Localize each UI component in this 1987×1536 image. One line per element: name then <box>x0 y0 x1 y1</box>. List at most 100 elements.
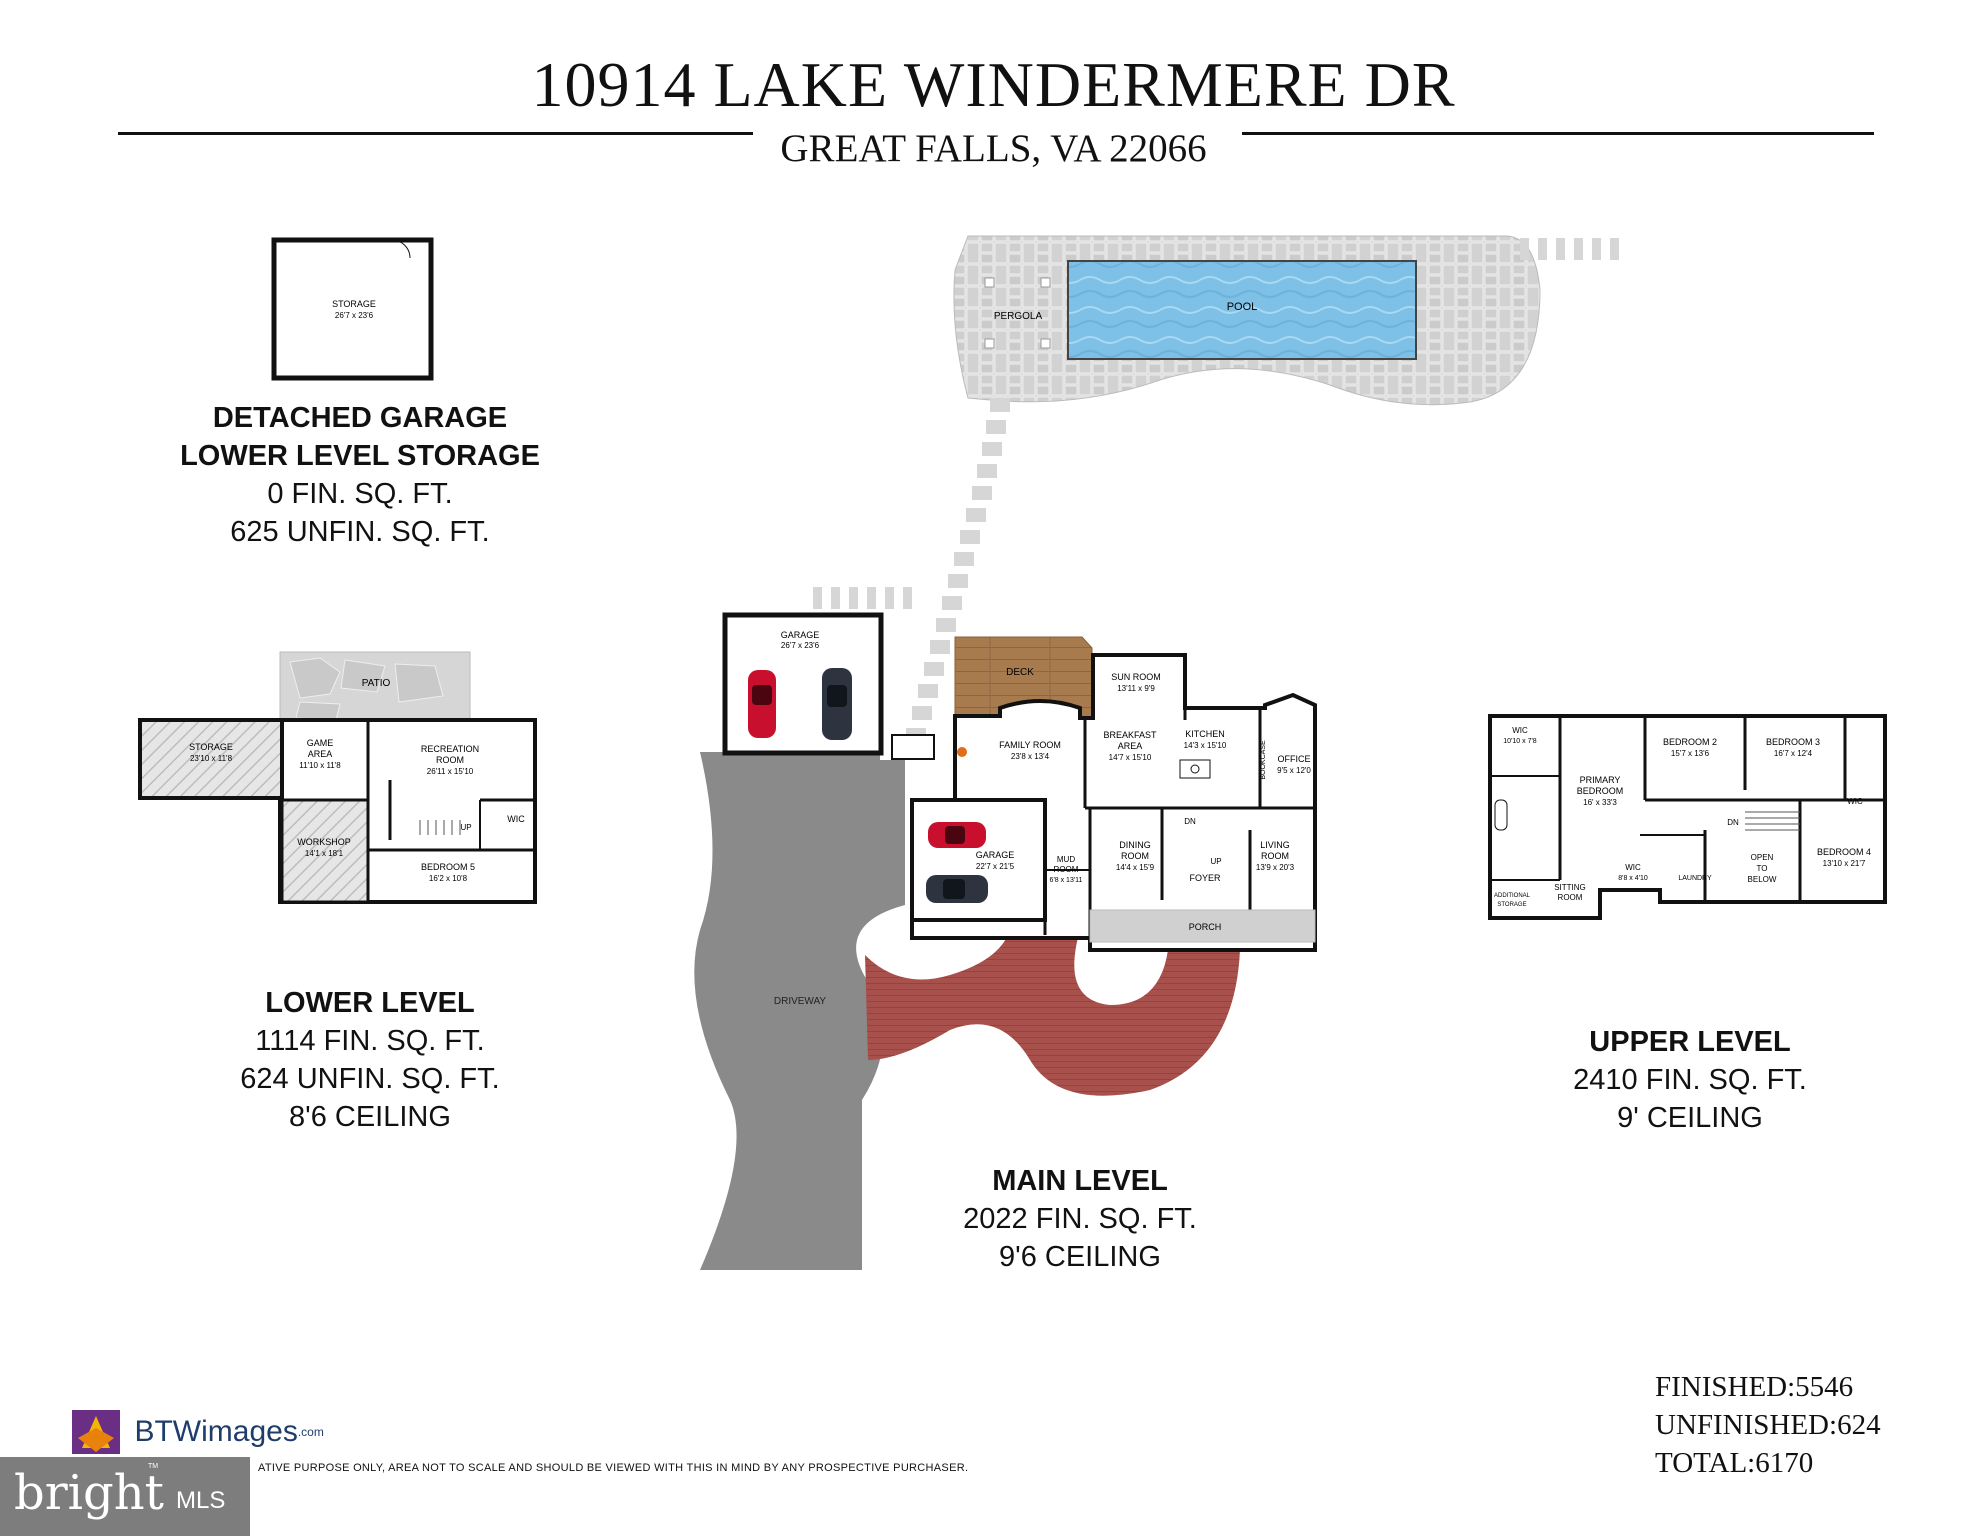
ul-wic3-label: WIC <box>1625 863 1641 872</box>
sitting-label-1: SITTING <box>1554 883 1586 892</box>
main-level-plan: DRIVEWAY GARAGE 26'7 x 23'6 DECK SUN ROO… <box>694 587 1317 1270</box>
office-dim: 9'5 x 12'0 <box>1277 766 1311 775</box>
bright-tm: TM <box>148 1463 159 1470</box>
ul-wic2-label: WIC <box>1847 797 1863 806</box>
kitchen-label: KITCHEN <box>1185 729 1225 739</box>
upper-finished: 2410 FIN. SQ. FT. <box>1573 1064 1807 1096</box>
disclaimer-text: ATIVE PURPOSE ONLY, AREA NOT TO SCALE AN… <box>258 1462 969 1474</box>
patio-label: PATIO <box>362 678 391 689</box>
open-label-1: OPEN <box>1751 853 1774 862</box>
game-area-label-1: GAME <box>307 738 334 748</box>
breakfast-label-1: BREAKFAST <box>1103 730 1157 740</box>
mls-text: MLS <box>176 1487 226 1514</box>
unfinished-value: 624 <box>1837 1409 1881 1441</box>
ul-wic1-label: WIC <box>1512 726 1528 735</box>
driveway-label: DRIVEWAY <box>774 996 827 1007</box>
office-label: OFFICE <box>1278 754 1311 764</box>
total-value: 6170 <box>1755 1447 1814 1479</box>
sunroom-dim: 13'11 x 9'9 <box>1117 684 1155 693</box>
primary-dim: 16' x 33'3 <box>1583 798 1617 807</box>
upper-ceiling: 9' CEILING <box>1617 1102 1763 1134</box>
workshop-dim: 14'1 x 18'1 <box>305 849 344 858</box>
total-label: TOTAL: <box>1655 1447 1756 1479</box>
game-area-label-2: AREA <box>308 749 333 759</box>
btw-flower-icon <box>72 1410 120 1454</box>
bedroom5-dim: 16'2 x 10'8 <box>429 874 468 883</box>
recreation-dim: 26'11 x 15'10 <box>427 767 474 776</box>
living-label-1: LIVING <box>1260 840 1290 850</box>
detached-heading-2: LOWER LEVEL STORAGE <box>180 440 540 472</box>
finished-label: FINISHED: <box>1655 1371 1796 1403</box>
ll-storage-dim: 23'10 x 11'8 <box>190 754 233 763</box>
primary-label-1: PRIMARY <box>1580 775 1621 785</box>
dining-label-1: DINING <box>1119 840 1151 850</box>
garage-top-dim: 26'7 x 23'6 <box>781 641 820 650</box>
bookcase-label: BOOKCASE <box>1260 740 1267 780</box>
unfinished-label: UNFINISHED: <box>1655 1409 1838 1441</box>
breakfast-label-2: AREA <box>1118 741 1143 751</box>
garage-top-label: GARAGE <box>781 630 820 640</box>
pool-area: POOL PERGOLA <box>906 235 1619 742</box>
primary-label-2: BEDROOM <box>1577 786 1624 796</box>
title-rule-left <box>118 132 753 135</box>
detached-summary: DETACHED GARAGE LOWER LEVEL STORAGE 0 FI… <box>170 399 550 551</box>
btwimages-logo: BTWimages.com <box>70 1408 324 1456</box>
ul-dn-label: DN <box>1727 818 1739 827</box>
finished-value: 5546 <box>1795 1371 1854 1403</box>
pool-label: POOL <box>1227 301 1258 313</box>
btw-name: BTWimages <box>134 1415 298 1448</box>
living-label-2: ROOM <box>1261 851 1289 861</box>
title-rule-right <box>1242 132 1874 135</box>
addl-storage-label-2: STORAGE <box>1497 902 1526 908</box>
bedroom4-dim: 13'10 x 21'7 <box>1823 859 1866 868</box>
mud-room-label-1: MUD <box>1057 855 1075 864</box>
main-finished: 2022 FIN. SQ. FT. <box>963 1203 1197 1235</box>
recreation-label-1: RECREATION <box>421 744 479 754</box>
area-totals: FINISHED:5546 UNFINISHED:624 TOTAL:6170 <box>1655 1368 1881 1482</box>
ul-wic1-dim: 10'10 x 7'8 <box>1503 738 1537 745</box>
main-up-label: UP <box>1210 857 1221 866</box>
bedroom2-label: BEDROOM 2 <box>1663 737 1717 747</box>
page-subtitle: GREAT FALLS, VA 22066 <box>780 127 1207 170</box>
ll-wic-label: WIC <box>507 814 525 824</box>
workshop-label: WORKSHOP <box>297 837 351 847</box>
bedroom5-label: BEDROOM 5 <box>421 862 475 872</box>
main-heading: MAIN LEVEL <box>992 1165 1168 1197</box>
sitting-label-2: ROOM <box>1558 893 1583 902</box>
dining-label-2: ROOM <box>1121 851 1149 861</box>
sunroom-label: SUN ROOM <box>1111 672 1161 682</box>
bedroom3-dim: 16'7 x 12'4 <box>1774 749 1813 758</box>
detached-finished: 0 FIN. SQ. FT. <box>267 478 453 510</box>
upper-level-plan: WIC 10'10 x 7'8 PRIMARY BEDROOM 16' x 33… <box>1488 714 1887 920</box>
deck-label: DECK <box>1006 667 1034 678</box>
detached-heading-1: DETACHED GARAGE <box>212 402 508 434</box>
open-label-2: TO <box>1757 864 1768 873</box>
detached-storage-dim: 26'7 x 23'6 <box>335 311 374 320</box>
mud-room-dim: 6'8 x 13'11 <box>1050 877 1083 884</box>
recreation-label-2: ROOM <box>436 755 464 765</box>
bedroom3-label: BEDROOM 3 <box>1766 737 1820 747</box>
btw-suffix: .com <box>297 1425 324 1439</box>
upper-summary: UPPER LEVEL 2410 FIN. SQ. FT. 9' CEILING <box>1520 1023 1860 1137</box>
lower-heading: LOWER LEVEL <box>265 987 475 1019</box>
game-area-dim: 11'10 x 11'8 <box>299 761 341 770</box>
foyer-label: FOYER <box>1189 873 1221 883</box>
garage-main-label: GARAGE <box>976 850 1015 860</box>
family-room-dim: 23'8 x 13'4 <box>1011 752 1050 761</box>
ul-wic3-dim: 8'8 x 4'10 <box>1618 875 1648 882</box>
mud-room-label-2: ROOM <box>1054 865 1079 874</box>
lower-ceiling: 8'6 CEILING <box>289 1101 451 1133</box>
addl-storage-label-1: ADDITIONAL <box>1494 893 1531 899</box>
bright-mls-logo: bright TM MLS <box>0 1457 250 1536</box>
lower-finished: 1114 FIN. SQ. FT. <box>255 1025 485 1057</box>
main-summary: MAIN LEVEL 2022 FIN. SQ. FT. 9'6 CEILING <box>910 1162 1250 1276</box>
bright-text: bright <box>14 1465 164 1521</box>
pergola-label: PERGOLA <box>994 311 1043 322</box>
bedroom2-dim: 15'7 x 13'6 <box>1671 749 1710 758</box>
main-dn-label: DN <box>1184 817 1196 826</box>
lower-summary: LOWER LEVEL 1114 FIN. SQ. FT. 624 UNFIN.… <box>200 984 540 1136</box>
detached-storage-label: STORAGE <box>332 299 376 309</box>
garage-main-dim: 22'7 x 21'5 <box>976 862 1015 871</box>
family-room-label: FAMILY ROOM <box>999 740 1061 750</box>
